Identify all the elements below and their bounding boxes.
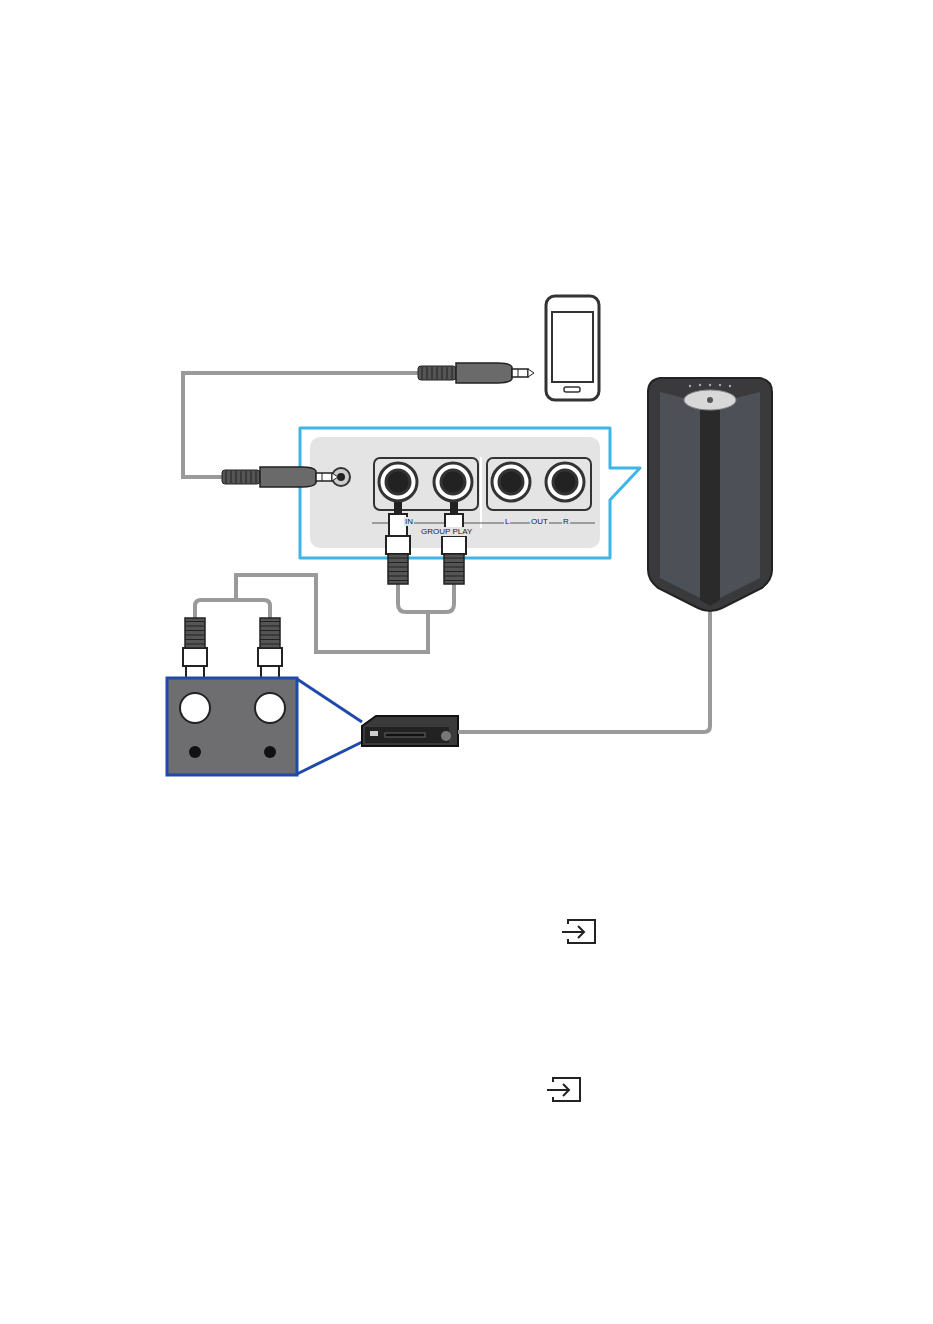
port-label: L (504, 517, 510, 526)
rca-jacks (374, 458, 591, 510)
port-label: GROUP PLAY (420, 527, 473, 536)
callout-frame (300, 428, 640, 558)
av-device (362, 612, 710, 746)
device-panel (167, 678, 362, 775)
port-label: OUT (530, 517, 549, 526)
port-label: IN (404, 517, 414, 526)
aux-jack (332, 468, 350, 486)
aux-cable (183, 363, 534, 487)
input-icon (547, 1078, 580, 1101)
rca-cable (195, 575, 454, 652)
port-panel: IN L OUT R GROUP PLAY (310, 437, 600, 548)
smartphone (546, 296, 599, 400)
speaker (648, 378, 772, 611)
port-label: R (562, 517, 570, 526)
input-icon (562, 920, 595, 943)
